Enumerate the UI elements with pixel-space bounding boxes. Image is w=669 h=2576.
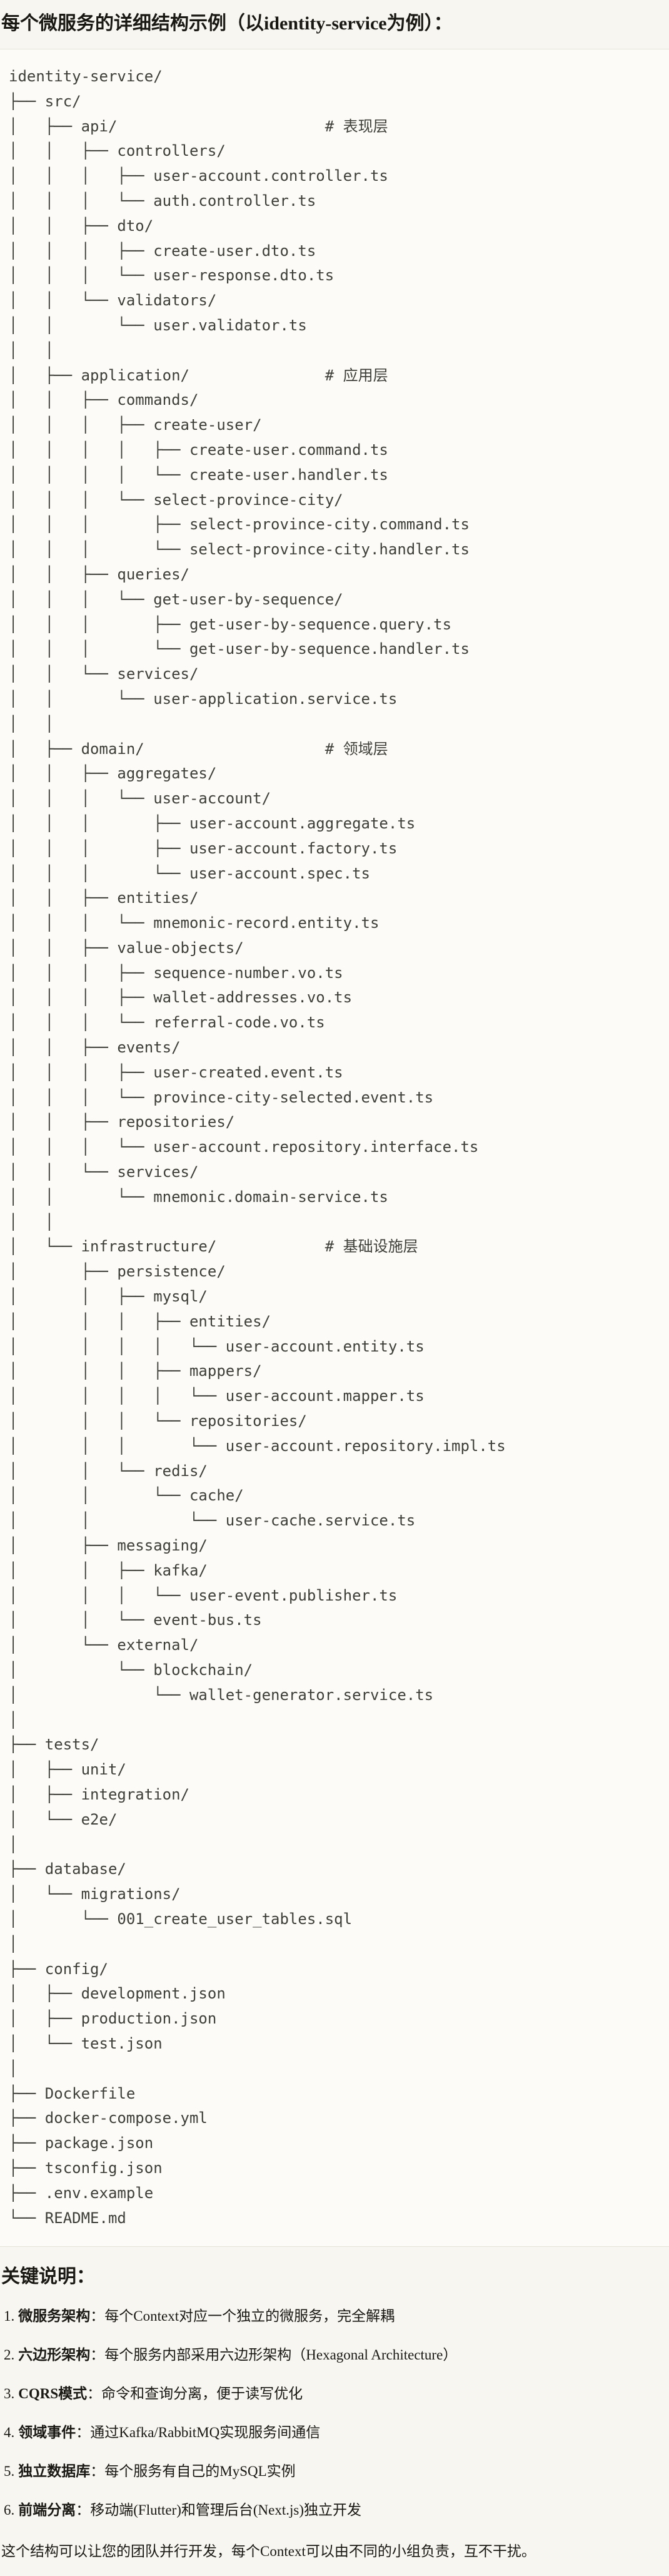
note-separator: ： xyxy=(90,2347,105,2363)
note-number: 1. xyxy=(4,2308,15,2324)
note-text: 通过Kafka/RabbitMQ实现服务间通信 xyxy=(90,2425,321,2441)
note-text: 移动端(Flutter)和管理后台(Next.js)独立开发 xyxy=(90,2502,362,2518)
note-text: 每个Context对应一个独立的微服务，完全解耦 xyxy=(104,2308,395,2324)
note-item-independent-database: 5.独立数据库：每个服务有自己的MySQL实例 xyxy=(0,2461,669,2482)
note-item-hexagonal-architecture: 2.六边形架构：每个服务内部采用六边形架构（Hexagonal Architec… xyxy=(0,2344,669,2366)
footer-paragraph: 这个结构可以让您的团队并行开发，每个Context可以由不同的小组负责，互不干扰… xyxy=(1,2543,536,2560)
note-item-cqrs-pattern: 3.CQRS模式：命令和查询分离，便于读写优化 xyxy=(0,2383,669,2405)
note-number: 6. xyxy=(4,2502,15,2518)
note-separator: ： xyxy=(90,2308,105,2324)
notes-heading: 关键说明： xyxy=(1,2266,95,2288)
note-separator: ： xyxy=(90,2463,105,2480)
note-number: 2. xyxy=(4,2347,15,2363)
code-block: identity-service/ ├── src/ │ ├── api/ # … xyxy=(0,49,669,2248)
note-label: 六边形架构 xyxy=(18,2347,91,2363)
note-label: 前端分离 xyxy=(18,2502,76,2518)
note-label: CQRS模式 xyxy=(18,2386,88,2402)
note-label: 独立数据库 xyxy=(18,2463,91,2480)
note-item-frontend-separation: 6.前端分离：移动端(Flutter)和管理后台(Next.js)独立开发 xyxy=(0,2500,669,2521)
note-text: 每个服务内部采用六边形架构（Hexagonal Architecture） xyxy=(104,2347,458,2363)
note-number: 5. xyxy=(4,2463,15,2480)
note-label: 领域事件 xyxy=(18,2425,76,2441)
note-text: 命令和查询分离，便于读写优化 xyxy=(101,2386,303,2402)
note-separator: ： xyxy=(76,2425,91,2441)
note-item-microservice-architecture: 1.微服务架构：每个Context对应一个独立的微服务，完全解耦 xyxy=(0,2306,669,2327)
note-separator: ： xyxy=(87,2386,102,2402)
page-title: 每个微服务的详细结构示例（以identity-service为例）： xyxy=(1,13,453,34)
note-number: 4. xyxy=(4,2425,15,2441)
directory-tree: identity-service/ ├── src/ │ ├── api/ # … xyxy=(9,68,506,2227)
notes-list: 1.微服务架构：每个Context对应一个独立的微服务，完全解耦 2.六边形架构… xyxy=(0,2306,669,2521)
note-text: 每个服务有自己的MySQL实例 xyxy=(104,2463,296,2480)
note-number: 3. xyxy=(4,2386,15,2402)
note-label: 微服务架构 xyxy=(18,2308,91,2324)
note-separator: ： xyxy=(76,2502,91,2518)
note-item-domain-events: 4.领域事件：通过Kafka/RabbitMQ实现服务间通信 xyxy=(0,2422,669,2443)
